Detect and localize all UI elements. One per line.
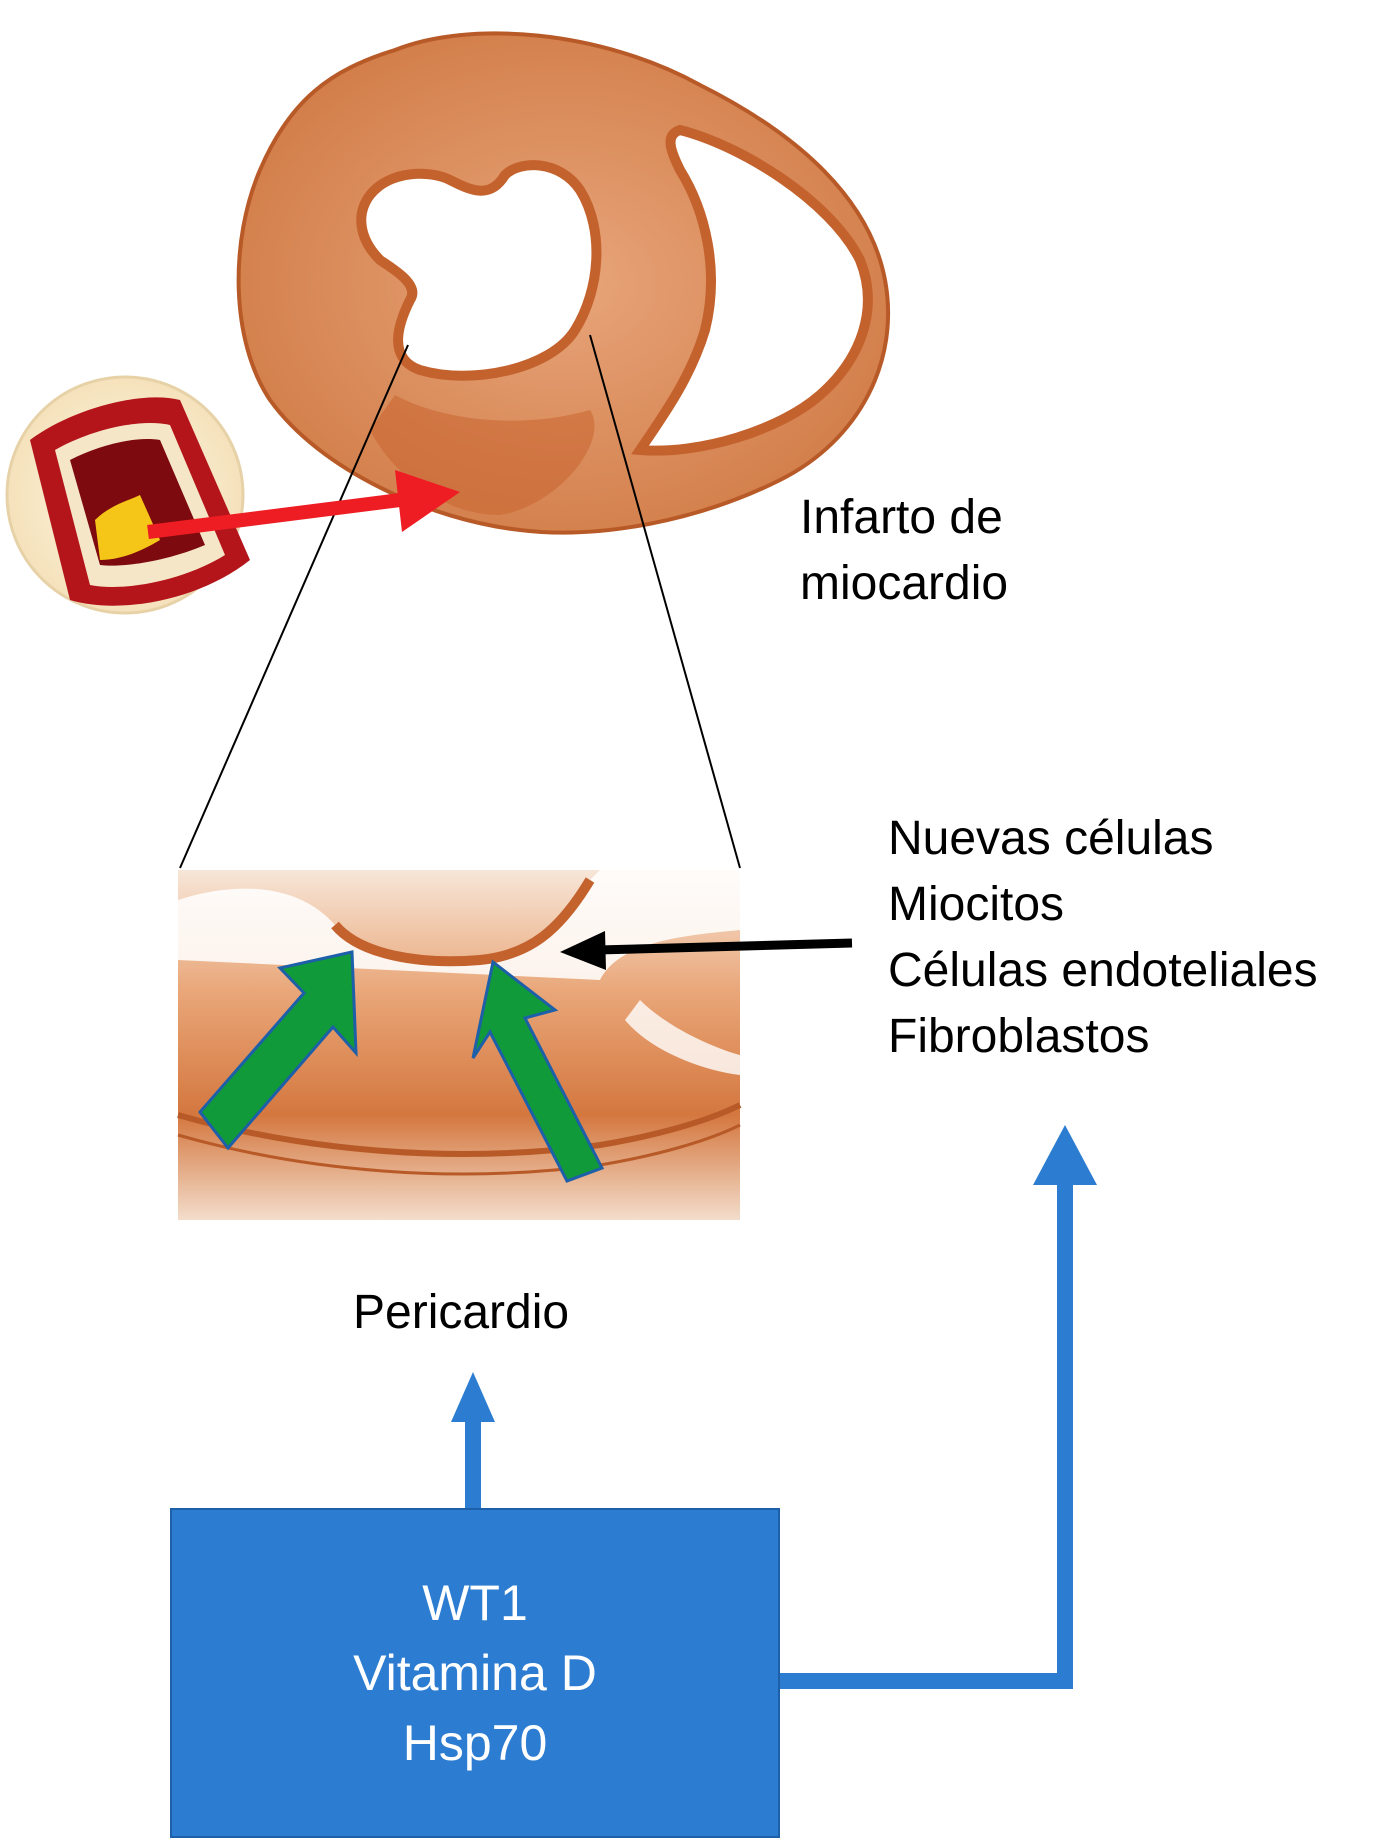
factor-item: WT1 (422, 1575, 528, 1631)
factor-item: Vitamina D (353, 1645, 597, 1701)
black-arrow (560, 931, 853, 970)
infarction-label-line2: miocardio (800, 557, 1009, 610)
blocked-artery-icon (5, 375, 250, 615)
new-cells-item: Nuevas células (888, 812, 1214, 865)
zoom-line-right (589, 334, 741, 869)
green-arrow-left (198, 950, 358, 1151)
blue-elbow-arrow (780, 1125, 1097, 1689)
new-cells-list: Nuevas células Miocitos Células endoteli… (888, 806, 1318, 1070)
blue-arrow-up (451, 1372, 495, 1510)
infarction-label-line1: Infarto de (800, 491, 1003, 544)
new-cells-item: Células endoteliales (888, 944, 1318, 997)
heart-section-image (236, 31, 891, 535)
new-cells-item: Fibroblastos (888, 1010, 1150, 1063)
red-arrow (147, 470, 460, 539)
pericardium-label: Pericardio (353, 1286, 570, 1339)
infarction-label: Infarto de miocardio (800, 485, 1008, 617)
factors-box: WT1 Vitamina D Hsp70 (170, 1508, 780, 1838)
new-cells-item: Miocitos (888, 878, 1065, 931)
zoom-line-left (179, 344, 409, 869)
factor-item: Hsp70 (402, 1715, 548, 1771)
green-arrow-right (471, 959, 605, 1183)
